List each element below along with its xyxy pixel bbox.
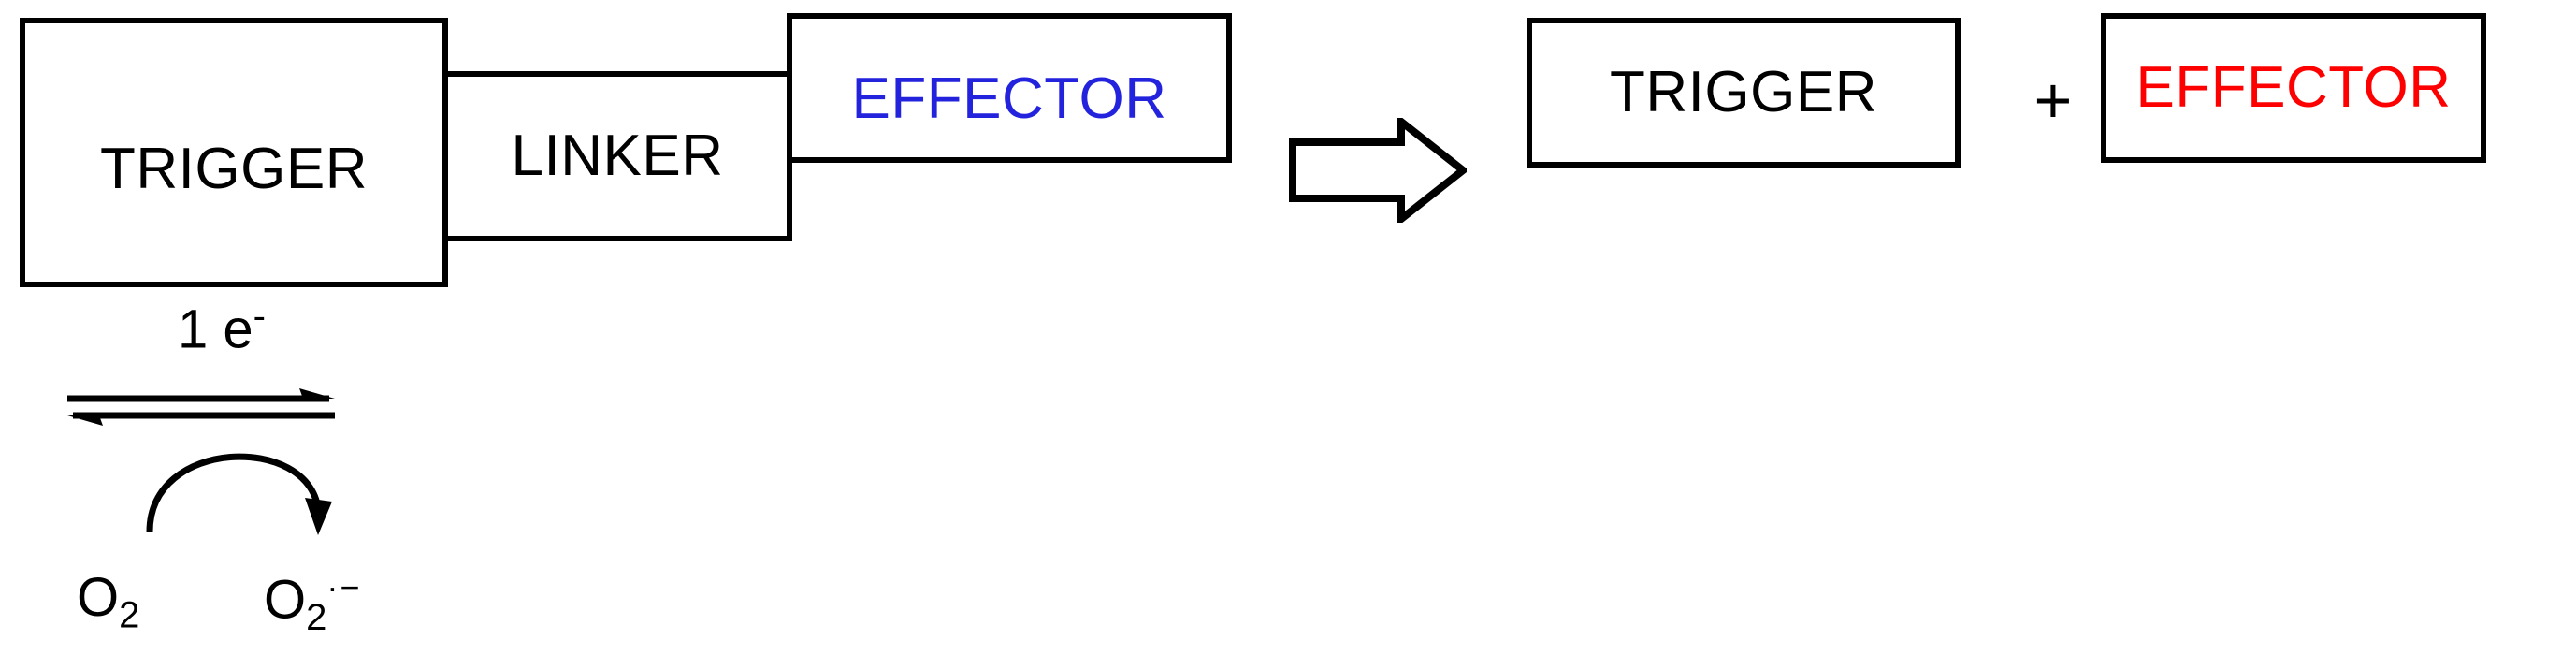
dioxygen-label: O2 (77, 571, 139, 634)
linker-box: LINKER (442, 71, 792, 241)
trigger-left-label: TRIGGER (100, 137, 368, 201)
effector-box-left: EFFECTOR (787, 13, 1232, 163)
trigger-box-right: TRIGGER (1527, 18, 1961, 168)
electron-transfer-label: 1 e- (178, 298, 266, 357)
electron-species: e (223, 299, 253, 360)
plus-sign: + (2033, 64, 2073, 137)
superoxide-label: O2·− (264, 571, 361, 636)
superoxide-subscript: 2 (306, 596, 327, 638)
effector-right-label: EFFECTOR (2135, 55, 2452, 120)
electron-charge: - (253, 296, 266, 337)
superoxide-charge: ·− (326, 568, 362, 606)
linker-label: LINKER (511, 124, 724, 188)
dioxygen-formula: O (77, 567, 120, 628)
redox-cycle-group: 1 e- O2 O2·− (56, 298, 449, 668)
curved-arrow-icon (140, 417, 346, 539)
electron-count: 1 (178, 299, 209, 360)
effector-left-label: EFFECTOR (851, 66, 1167, 131)
superoxide-formula: O (264, 569, 307, 631)
dioxygen-subscript: 2 (119, 594, 140, 636)
equilibrium-double-arrow-icon (65, 384, 337, 430)
effector-box-right: EFFECTOR (2101, 13, 2486, 163)
trigger-box-left: TRIGGER (20, 18, 448, 287)
hollow-right-arrow-icon (1289, 113, 1469, 227)
trigger-right-label: TRIGGER (1610, 60, 1877, 124)
